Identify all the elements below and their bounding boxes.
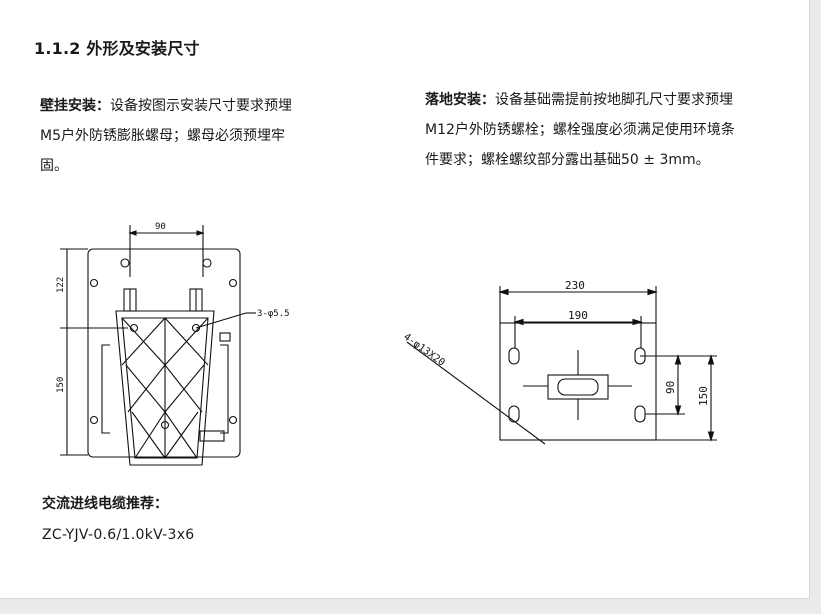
floor-hole-note: 4-φ13X20 bbox=[401, 332, 446, 369]
cable-spec: ZC-YJV-0.6/1.0kV-3x6 bbox=[42, 527, 195, 543]
wall-mount-text: 设备按图示安装尺寸要求预埋M5户外防锈膨胀螺母；螺母必须预埋牢固。 bbox=[40, 98, 292, 174]
floor-mount-label: 落地安装： bbox=[425, 92, 495, 108]
cable-title: 交流进线电缆推荐： bbox=[42, 496, 168, 512]
floor-mount-drawing: 230 190 90 150 4-φ13X20 bbox=[401, 279, 717, 445]
wall-dim-left-upper: 122 bbox=[56, 277, 66, 293]
wall-dim-left-lower: 150 bbox=[56, 377, 66, 393]
floor-dim-height-outer: 150 bbox=[697, 386, 710, 406]
floor-mount-text: 设备基础需提前按地脚孔尺寸要求预埋M12户外防锈螺栓；螺栓强度必须满足使用环境条… bbox=[425, 92, 735, 168]
section-heading: 1.1.2 外形及安装尺寸 bbox=[34, 39, 200, 58]
floor-dim-height-inner: 90 bbox=[664, 381, 677, 394]
wall-mount-drawing: 90 122 150 3-φ5.5 bbox=[56, 222, 290, 466]
floor-mount-paragraph: 落地安装：设备基础需提前按地脚孔尺寸要求预埋M12户外防锈螺栓；螺栓强度必须满足… bbox=[425, 85, 745, 175]
floor-dim-width-inner: 190 bbox=[568, 309, 588, 322]
floor-dim-width-outer: 230 bbox=[565, 279, 585, 292]
wall-mount-label: 壁挂安装： bbox=[40, 98, 110, 114]
wall-hole-note: 3-φ5.5 bbox=[257, 309, 290, 319]
wall-dim-top: 90 bbox=[155, 222, 166, 232]
wall-mount-paragraph: 壁挂安装：设备按图示安装尺寸要求预埋M5户外防锈膨胀螺母；螺母必须预埋牢固。 bbox=[40, 91, 305, 181]
content-card: 1.1.2 外形及安装尺寸 壁挂安装：设备按图示安装尺寸要求预埋M5户外防锈膨胀… bbox=[0, 0, 810, 599]
